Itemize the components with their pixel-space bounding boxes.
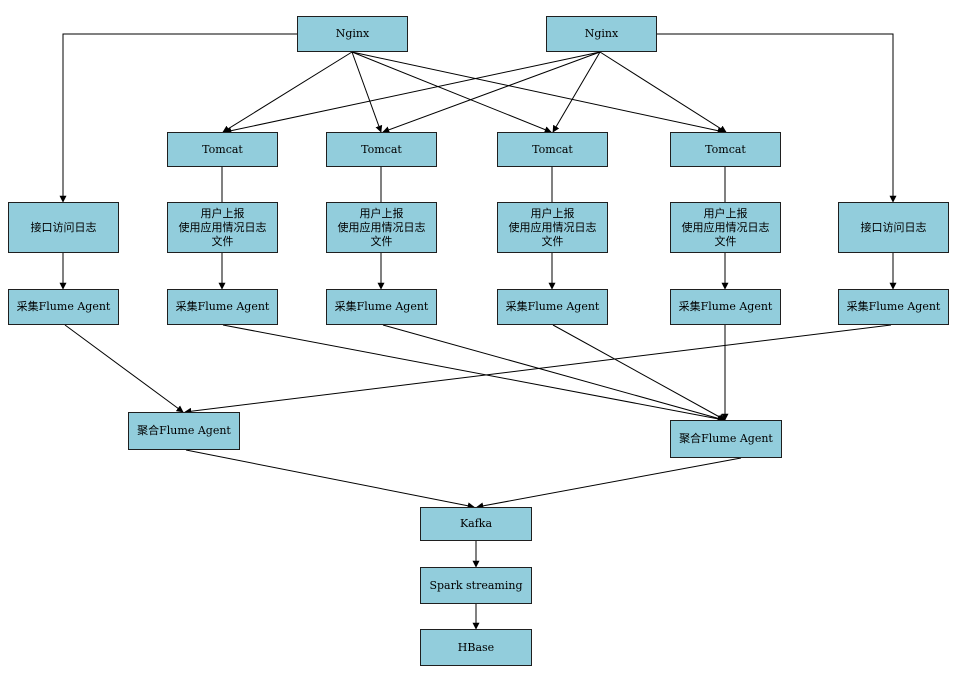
collect-flume-agent-2: 采集Flume Agent (167, 289, 278, 325)
tomcat-node-2: Tomcat (326, 132, 437, 167)
tomcat-node-4: Tomcat (670, 132, 781, 167)
hbase-node: HBase (420, 629, 532, 666)
spark-streaming-node: Spark streaming (420, 567, 532, 604)
edge-nginx2-to-tomcat3 (552, 51, 601, 133)
api-log-node-right: 接口访问日志 (838, 202, 949, 253)
nginx-node-2: Nginx (546, 16, 657, 52)
aggregate-flume-agent-left: 聚合Flume Agent (128, 412, 240, 450)
kafka-node: Kafka (420, 507, 532, 541)
edge-nginx1-to-tomcat3 (351, 51, 552, 133)
edge-nginx1-to-tomcat4 (351, 51, 725, 135)
edge-aggregate-left-to-kafka (185, 449, 475, 510)
edge-collect4-to-aggregate-right (552, 324, 726, 421)
edge-nginx1-to-api-log-left (59, 33, 297, 203)
collect-flume-agent-3: 采集Flume Agent (326, 289, 437, 325)
edge-nginx2-to-tomcat1 (224, 51, 601, 135)
edge-nginx2-to-tomcat2 (382, 51, 601, 134)
edge-aggregate-right-to-kafka (476, 457, 742, 510)
edge-collect1-to-aggregate-left (64, 324, 184, 413)
user-log-node-2: 用户上报 使用应用情况日志 文件 (326, 202, 437, 253)
collect-flume-agent-4: 采集Flume Agent (497, 289, 608, 325)
user-log-node-4: 用户上报 使用应用情况日志 文件 (670, 202, 781, 253)
edge-nginx1-to-tomcat1 (222, 51, 353, 133)
edge-nginx2-to-api-log-right (656, 33, 897, 203)
edge-nginx2-to-tomcat4 (599, 51, 727, 133)
user-log-node-3: 用户上报 使用应用情况日志 文件 (497, 202, 608, 253)
collect-flume-agent-6: 采集Flume Agent (838, 289, 949, 325)
edge-collect3-to-aggregate-right (382, 324, 725, 422)
edge-collect2-to-aggregate-right (222, 324, 725, 423)
api-log-node-left: 接口访问日志 (8, 202, 119, 253)
aggregate-flume-agent-right: 聚合Flume Agent (670, 420, 782, 458)
tomcat-node-3: Tomcat (497, 132, 608, 167)
collect-flume-agent-1: 采集Flume Agent (8, 289, 119, 325)
collect-flume-agent-5: 采集Flume Agent (670, 289, 781, 325)
tomcat-node-1: Tomcat (167, 132, 278, 167)
edge-nginx1-to-tomcat2 (351, 51, 383, 133)
nginx-node-1: Nginx (297, 16, 408, 52)
user-log-node-1: 用户上报 使用应用情况日志 文件 (167, 202, 278, 253)
